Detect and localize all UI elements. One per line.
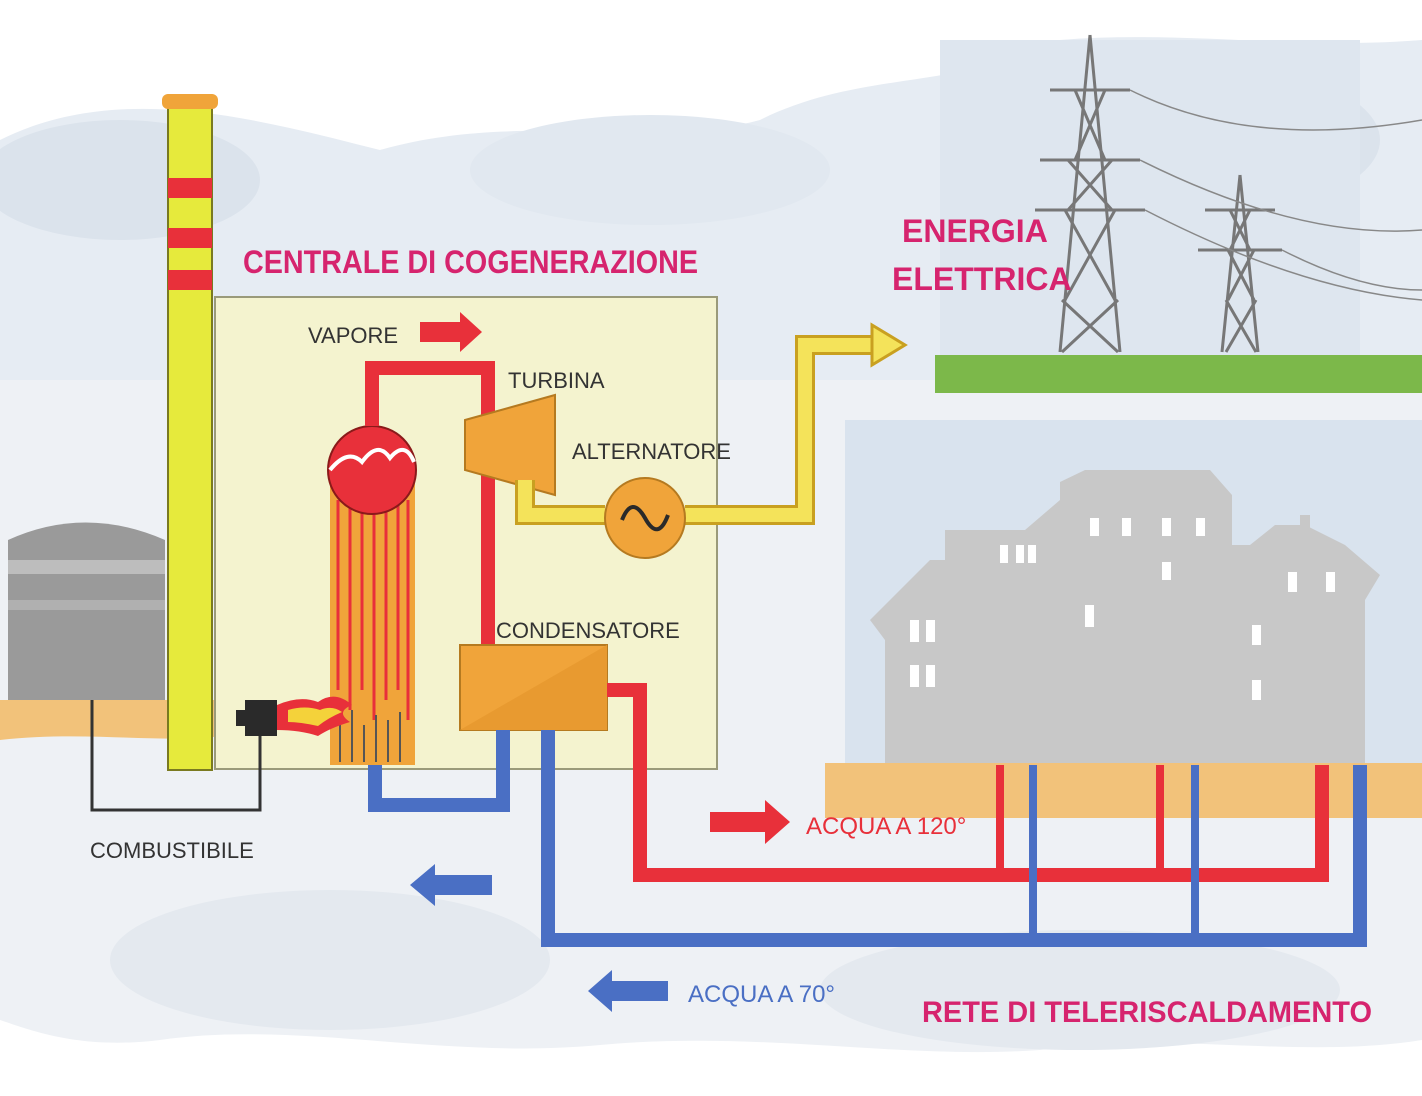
fuel-line [90,700,262,812]
condenser [459,644,608,731]
chimney [162,94,218,771]
boiler [327,425,417,765]
label-acqua-120: ACQUA A 120° [806,813,966,840]
label-condensatore: CONDENSATORE [496,618,680,643]
label-rete: RETE DI TELERISCALDAMENTO [922,996,1372,1029]
district-buildings [870,470,1380,763]
hot-water-flow-arrow [710,800,790,844]
storage-tank [8,522,165,700]
boiler-return-pipe [368,730,510,812]
steam-flow-arrow [420,312,482,352]
steam-pipe [365,361,495,645]
label-alternatore: ALTERNATORE [572,439,731,464]
plant-title: CENTRALE DI COGENERAZIONE [243,244,698,280]
power-arrow [870,322,908,368]
ground-right [825,763,1422,818]
label-elettrica: ELETTRICA [892,261,1072,297]
cold-water-flow-arrow-left [410,864,492,906]
cold-water-pipe [541,730,1367,947]
ground-green [935,355,1422,393]
hot-water-pipe [607,683,1329,882]
label-energia: ENERGIA [902,213,1048,249]
label-combustibile: COMBUSTIBILE [90,838,254,863]
turbine [464,393,556,497]
cold-water-flow-arrow-bottom [588,970,668,1012]
power-lines [1129,89,1422,301]
burner [236,700,277,736]
label-vapore: VAPORE [308,323,398,348]
label-turbina: TURBINA [508,368,605,393]
flame-icon [277,696,352,736]
sine-wave-icon [620,505,670,532]
power-pylon-icon [1035,34,1282,354]
label-acqua-70: ACQUA A 70° [688,981,835,1008]
